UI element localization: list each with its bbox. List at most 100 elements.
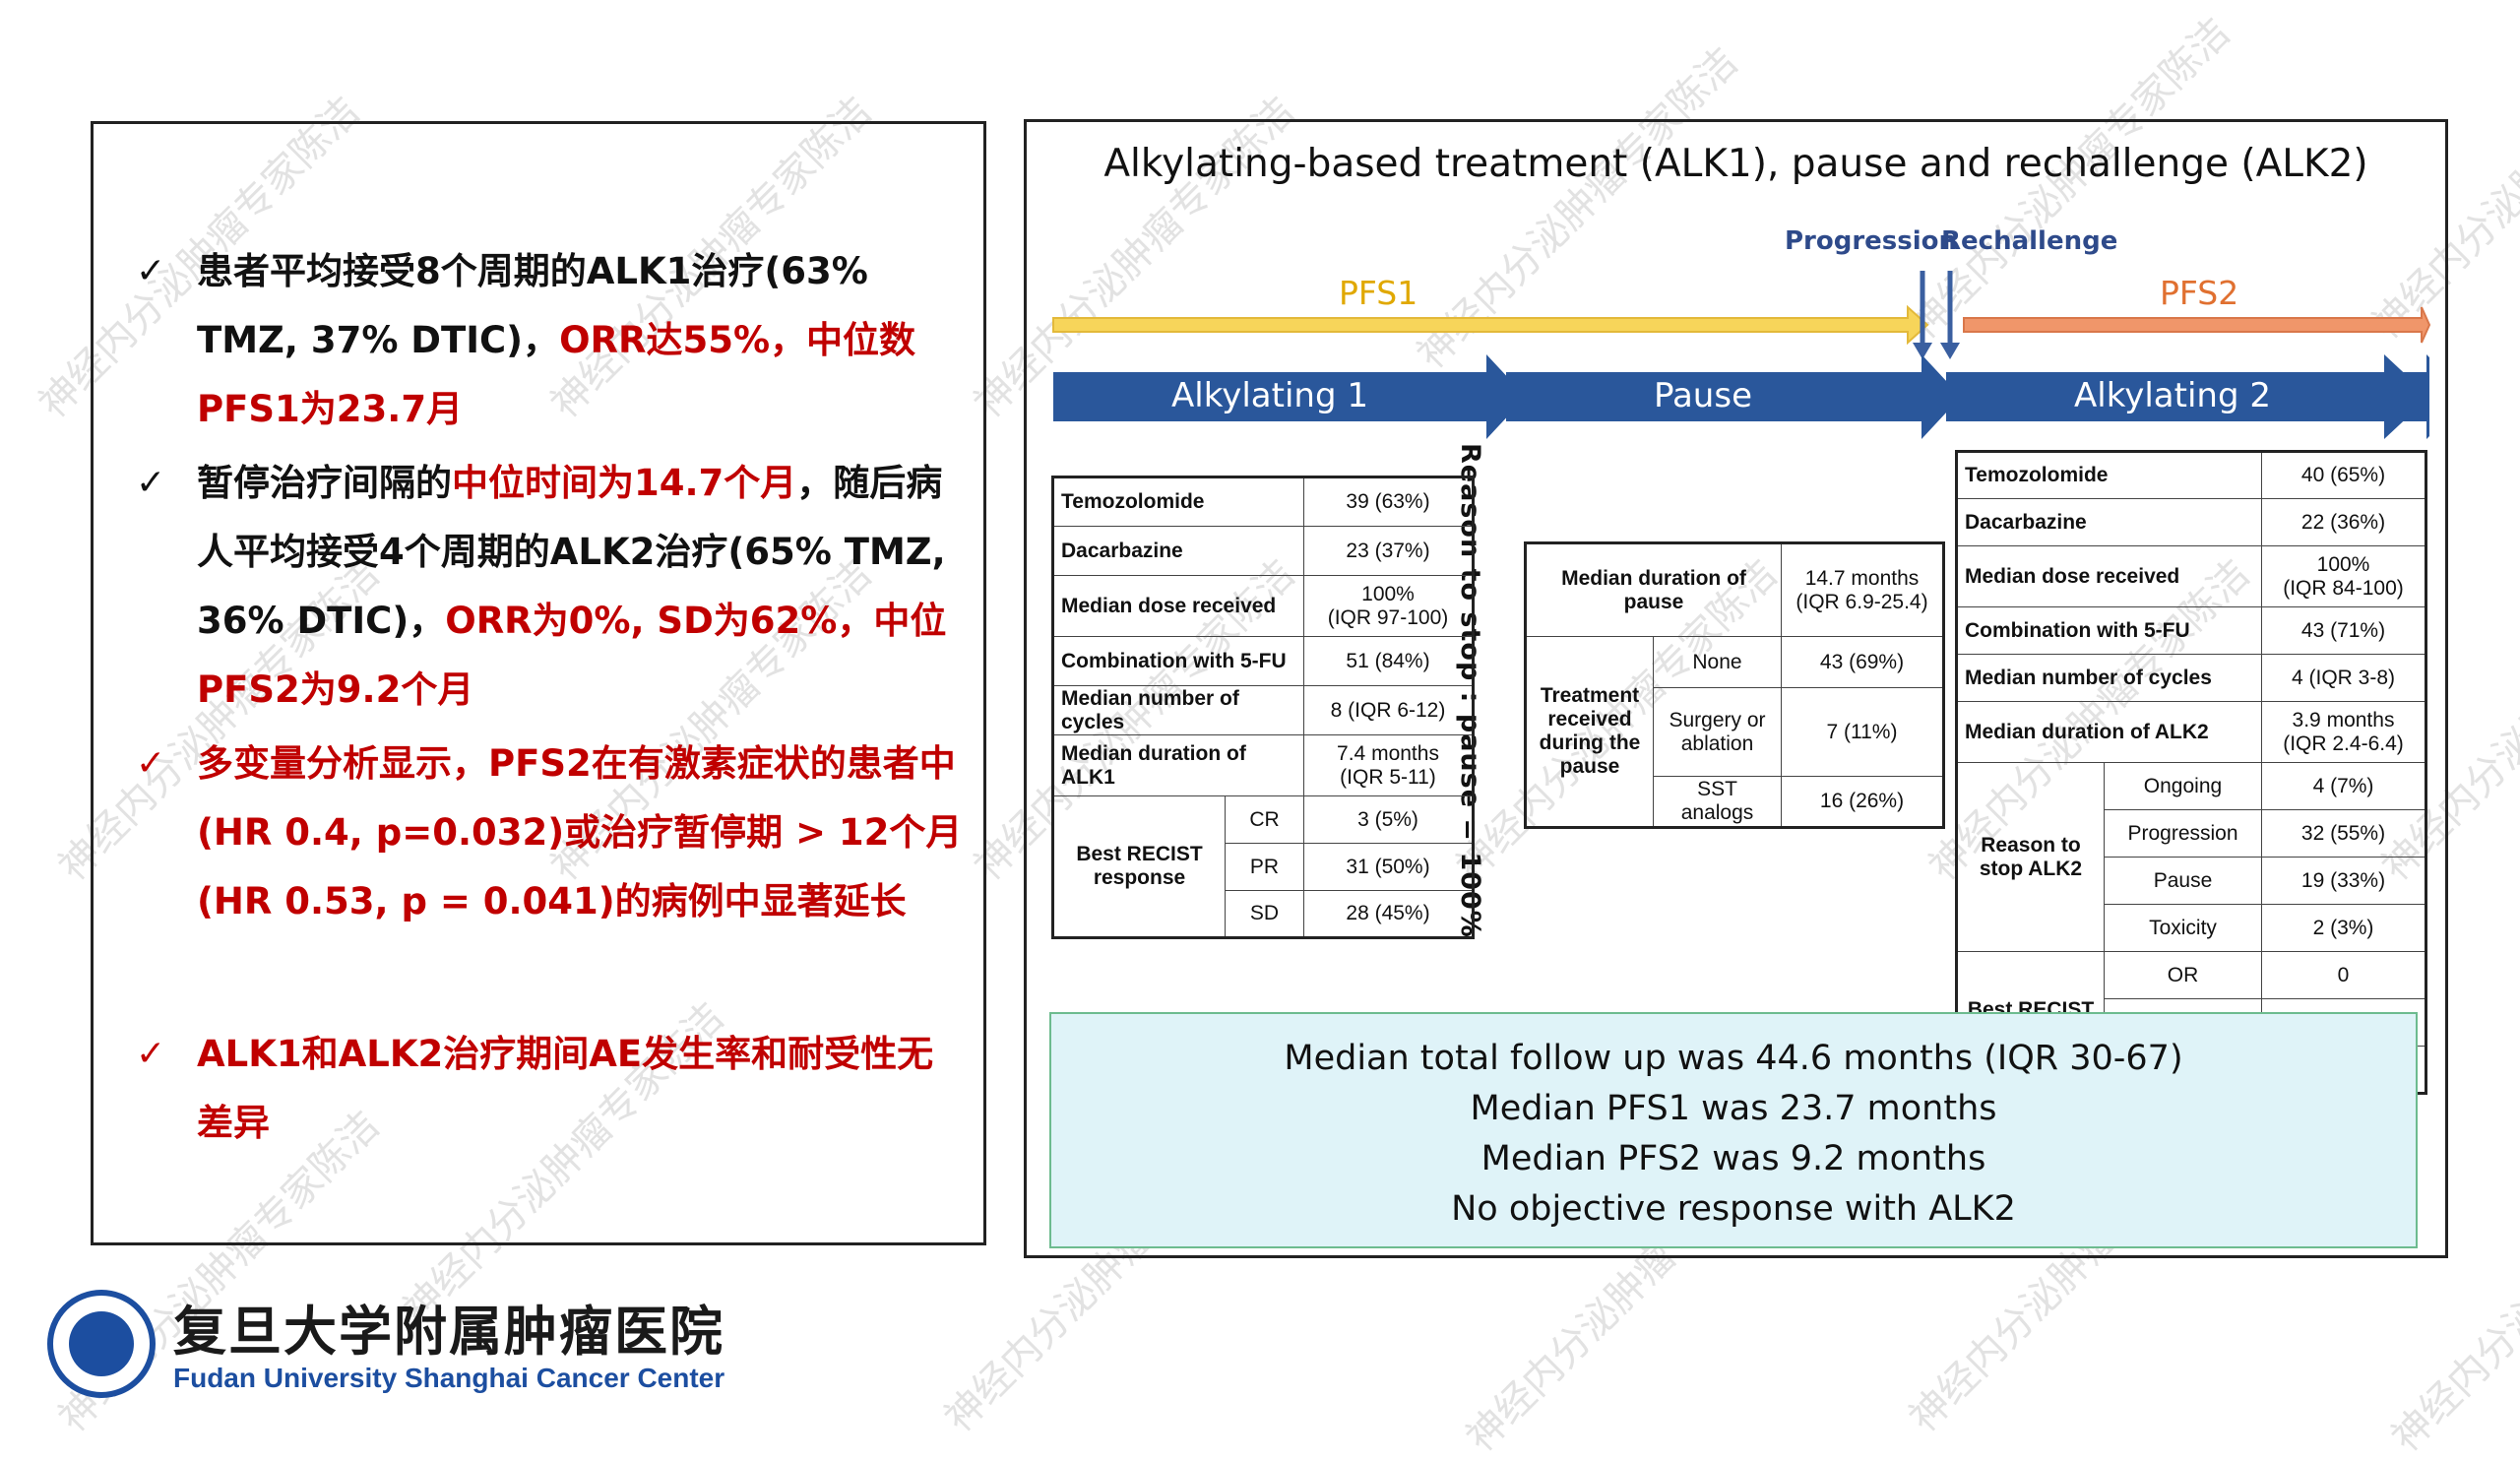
alk1-recist-category: PR	[1225, 843, 1304, 891]
alkylating-1-label: Alkylating 1	[1171, 376, 1368, 415]
alk2-row-label: Median duration of ALK2	[1956, 701, 2262, 763]
figure-panel: Alkylating-based treatment (ALK1), pause…	[1024, 119, 2448, 1258]
pause-treatment-value: 7 (11%)	[1781, 687, 1944, 777]
check-icon: ✓	[136, 1034, 166, 1074]
pause-duration-value: 14.7 months(IQR 6.9-25.4)	[1781, 542, 1944, 637]
bullet-4: ✓ ALK1和ALK2治疗期间AE发生率和耐受性无差异	[136, 1020, 965, 1158]
pause-arrow	[1506, 354, 1961, 439]
bullet-1-part-1: 患者平均接受8个周期的ALK1治疗(63% TMZ, 37% DTIC)，	[197, 250, 868, 361]
alk2-row-value: 43 (71%)	[2261, 606, 2426, 655]
pause-label: Pause	[1654, 376, 1752, 415]
alkylating-1-arrow	[1053, 354, 1526, 439]
alk1-row-value: 7.4 months(IQR 5-11)	[1303, 734, 1474, 796]
pause-treatment-type: None	[1653, 636, 1782, 688]
pfs2-arrow	[1963, 306, 2431, 344]
alk2-row-label: Temozolomide	[1956, 451, 2262, 499]
pfs1-label: PFS1	[1339, 274, 1418, 312]
table-row: Best RECIST responseOR0	[1956, 951, 2426, 1094]
alk2-reason-category: Progression	[2104, 809, 2262, 858]
alk2-recist-category: OR	[2104, 951, 2262, 999]
alk1-row-label: Median number of cycles	[1052, 685, 1304, 735]
bullet-2-part-4: ORR为0%, SD为62%，中位PFS2为9.2个月	[197, 600, 947, 711]
pause-treatment-label: Treatment received during the pause	[1525, 636, 1654, 828]
hospital-name-cn: 复旦大学附属肿瘤医院	[173, 1300, 724, 1363]
summary-line-4: No objective response with ALK2	[1451, 1189, 2016, 1229]
timeline-arrows	[1052, 271, 2431, 439]
bullet-1: ✓ 患者平均接受8个周期的ALK1治疗(63% TMZ, 37% DTIC)，O…	[136, 237, 965, 444]
alk1-row-label: Median dose received	[1052, 575, 1304, 637]
pause-treatment-type: Surgery or ablation	[1653, 687, 1782, 777]
alk1-row-label: Median duration of ALK1	[1052, 734, 1304, 796]
bullet-1-part-2: ORR达55%，中位数PFS1为23.7月	[197, 319, 916, 430]
bullet-2-part-2: 中位时间为14.7个月	[452, 462, 797, 504]
rechallenge-label: Rechallenge	[1941, 226, 2118, 256]
check-icon: ✓	[136, 251, 166, 291]
rechallenge-down-arrow	[1940, 271, 1960, 359]
alk2-row-label: Combination with 5-FU	[1956, 606, 2262, 655]
alk1-recist-value: 3 (5%)	[1303, 795, 1474, 844]
pfs1-arrow	[1052, 304, 1929, 346]
figure-title: Alkylating-based treatment (ALK1), pause…	[1103, 142, 2368, 186]
pause-treatment-type: SST analogs	[1653, 776, 1782, 828]
alk2-row-value: 22 (36%)	[2261, 498, 2426, 546]
alk2-recist-value: 0	[2261, 951, 2426, 999]
alk2-row-value: 100%(IQR 84-100)	[2261, 545, 2426, 607]
alk1-recist-value: 28 (45%)	[1303, 890, 1474, 938]
pfs2-label: PFS2	[2160, 274, 2239, 312]
check-icon: ✓	[136, 463, 166, 503]
alk2-row-label: Median dose received	[1956, 545, 2262, 607]
alk1-row-value: 100%(IQR 97-100)	[1303, 575, 1474, 637]
alk2-reason-category: Toxicity	[2104, 904, 2262, 952]
alk1-row-label: Dacarbazine	[1052, 526, 1304, 576]
bullet-4-part-1: ALK1和ALK2治疗期间AE发生率和耐受性无差异	[197, 1033, 934, 1144]
alk2-reason-value: 2 (3%)	[2261, 904, 2426, 952]
alk1-recist-label: Best RECIST response	[1052, 795, 1226, 938]
alk2-row-label: Median number of cycles	[1956, 654, 2262, 702]
alk2-reason-value: 4 (7%)	[2261, 762, 2426, 810]
alk1-recist-category: CR	[1225, 795, 1304, 844]
alkylating-2-label: Alkylating 2	[2074, 376, 2271, 415]
alk2-row-label: Dacarbazine	[1956, 498, 2262, 546]
alk2-reason-category: Ongoing	[2104, 762, 2262, 810]
alk1-row-label: Temozolomide	[1052, 477, 1304, 527]
alk1-row-value: 8 (IQR 6-12)	[1303, 685, 1474, 735]
alk2-row-value: 3.9 months(IQR 2.4-6.4)	[2261, 701, 2426, 763]
alk1-row-value: 39 (63%)	[1303, 477, 1474, 527]
pause-duration-label: Median duration of pause	[1525, 542, 1782, 637]
bullet-2-part-3: ，随后病人平均接受4个周期的ALK2治疗(65% TMZ, 36% DTIC)，	[197, 462, 946, 642]
summary-line-2: Median PFS1 was 23.7 months	[1470, 1089, 1997, 1128]
hospital-logo-inner	[69, 1311, 134, 1376]
alk1-recist-category: SD	[1225, 890, 1304, 938]
alk2-reason-category: Pause	[2104, 857, 2262, 905]
progression-down-arrow	[1913, 271, 1932, 359]
alk2-row-value: 4 (IQR 3-8)	[2261, 654, 2426, 702]
alk1-row-value: 23 (37%)	[1303, 526, 1474, 576]
alk2-row-value: 40 (65%)	[2261, 451, 2426, 499]
summary-line-1: Median total follow up was 44.6 months (…	[1284, 1039, 2183, 1078]
alk2-reason-label: Reason to stop ALK2	[1956, 762, 2105, 952]
alk1-row-label: Combination with 5-FU	[1052, 636, 1304, 686]
summary-line-3: Median PFS2 was 9.2 months	[1480, 1139, 1986, 1178]
